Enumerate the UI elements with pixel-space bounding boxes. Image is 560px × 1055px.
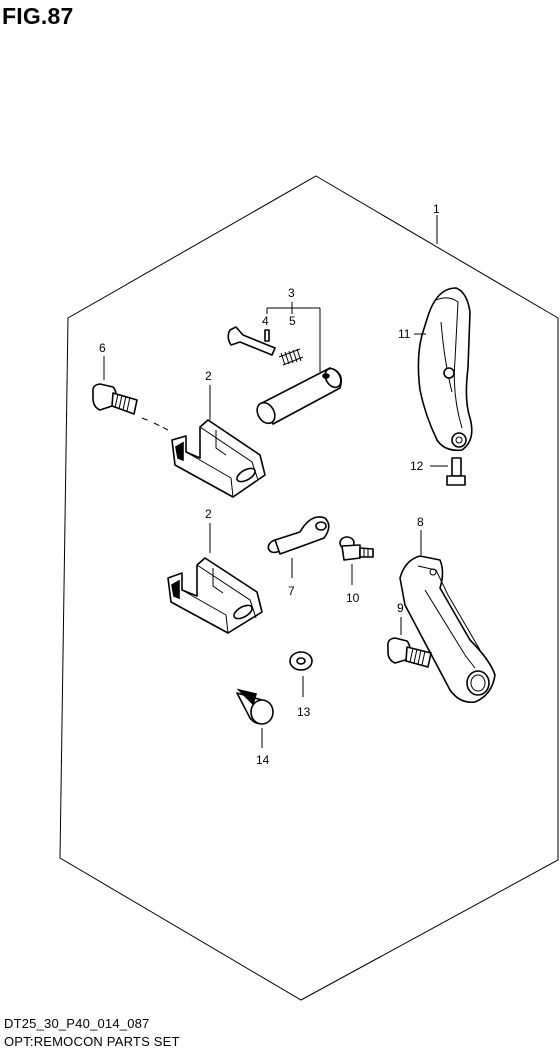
part-7-link-rod — [267, 516, 330, 555]
part-8-arm-bracket — [399, 555, 496, 704]
callout-11: 11 — [398, 327, 411, 341]
callout-5: 5 — [289, 314, 296, 328]
part-2-bracket-upper — [171, 419, 266, 498]
callout-8: 8 — [417, 515, 424, 529]
part-11-remocon-lever — [417, 287, 473, 452]
callout-10: 10 — [346, 591, 360, 605]
callout-3: 3 — [288, 286, 295, 300]
callout-4: 4 — [262, 314, 269, 328]
part-14-plug-cap — [236, 688, 274, 725]
part-4-pin — [227, 326, 276, 356]
callout-7: 7 — [288, 584, 295, 598]
callout-14: 14 — [256, 753, 270, 767]
callout-13: 13 — [297, 705, 311, 719]
part-2-bracket-lower — [167, 557, 263, 634]
part-10-ball-joint — [339, 536, 374, 561]
part-12-screw — [446, 457, 466, 486]
part-9-bolt — [387, 637, 432, 668]
figure-title: FIG.87 — [2, 3, 74, 29]
callout-2-lower: 2 — [205, 507, 212, 521]
part-5-spring — [278, 348, 304, 366]
callout-2-upper: 2 — [205, 369, 212, 383]
part-6-bolt — [92, 383, 138, 415]
footer-description: OPT:REMOCON PARTS SET — [4, 1034, 180, 1049]
kit-outline-hexagon — [59, 175, 559, 1001]
callout-6: 6 — [99, 341, 106, 355]
part-3-collar-sleeve — [256, 367, 343, 425]
part-13-washer — [289, 651, 313, 671]
callout-1: 1 — [433, 202, 440, 216]
callout-9: 9 — [397, 601, 404, 615]
callout-12: 12 — [410, 459, 424, 473]
footer-diagram-code: DT25_30_P40_014_087 — [4, 1016, 150, 1031]
